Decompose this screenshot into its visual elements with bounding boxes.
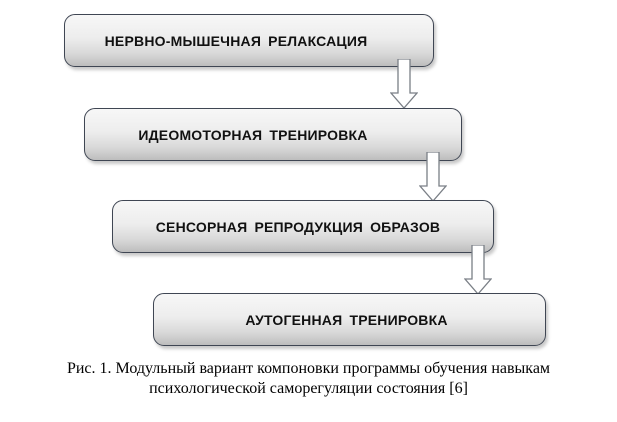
step-label: ИДЕОМОТОРНАЯ ТРЕНИРОВКА: [138, 126, 368, 143]
step-box-neuromuscular-relaxation: НЕРВНО-МЫШЕЧНАЯ РЕЛАКСАЦИЯ: [64, 14, 434, 67]
down-arrow-icon: [419, 152, 447, 202]
caption-line-1: Рис. 1. Модульный вариант компоновки про…: [66, 360, 551, 377]
caption-line-2: психологической саморегуляции состояния …: [149, 380, 468, 397]
step-label: НЕРВНО-МЫШЕЧНАЯ РЕЛАКСАЦИЯ: [104, 32, 368, 49]
step-label: СЕНСОРНАЯ РЕПРОДУКЦИЯ ОБРАЗОВ: [155, 218, 441, 235]
down-arrow-icon: [464, 245, 492, 295]
step-label: АУТОГЕННАЯ ТРЕНИРОВКА: [245, 311, 448, 328]
step-box-autogenic-training: АУТОГЕННАЯ ТРЕНИРОВКА: [153, 293, 546, 346]
step-box-ideomotor-training: ИДЕОМОТОРНАЯ ТРЕНИРОВКА: [84, 108, 462, 161]
down-arrow-icon: [390, 59, 418, 109]
figure-caption: Рис. 1. Модульный вариант компоновки про…: [0, 359, 617, 399]
step-box-sensory-reproduction: СЕНСОРНАЯ РЕПРОДУКЦИЯ ОБРАЗОВ: [112, 200, 494, 253]
